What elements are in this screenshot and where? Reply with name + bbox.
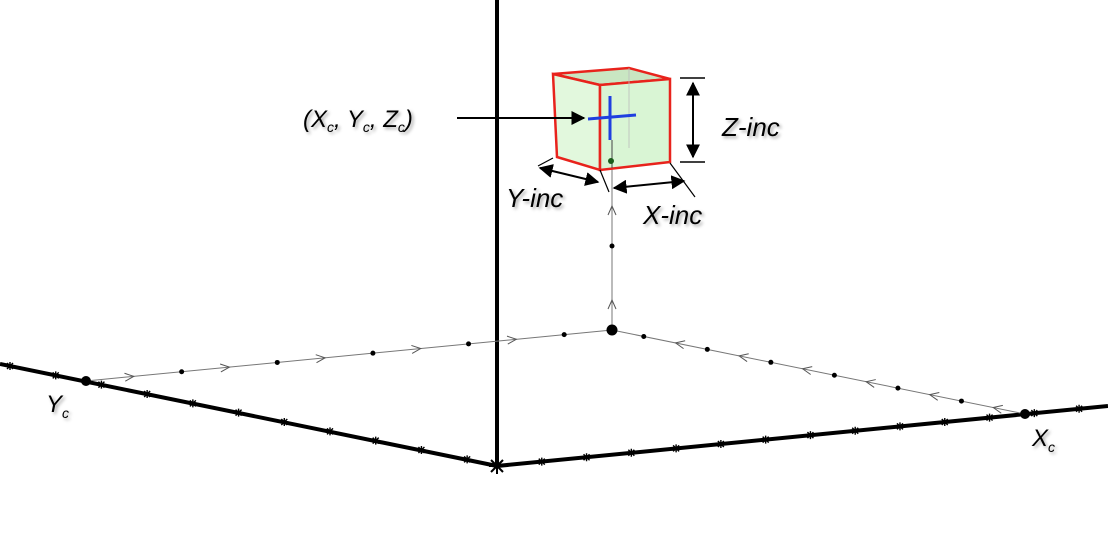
path-dot [768, 359, 774, 365]
path-dot [466, 341, 472, 347]
x-axis-tick [985, 413, 994, 422]
x-axis [496, 404, 1108, 468]
x-axis-tick [806, 431, 815, 440]
path-dot [370, 350, 376, 356]
path-chevron [864, 379, 876, 388]
y-axis-tick [51, 371, 60, 380]
xc-point [1020, 409, 1030, 419]
y-axis-tick [143, 390, 152, 398]
x-axis-tick [716, 439, 725, 448]
path-chevron [607, 204, 617, 216]
x-inc-label: X-inc [642, 200, 702, 230]
y-axis-tick [280, 418, 289, 426]
y-axis-tick [371, 436, 380, 445]
z-inc-dimension [680, 77, 705, 163]
y-axis-tick [463, 455, 472, 464]
path-dot [895, 385, 901, 391]
path-dot [274, 359, 280, 365]
path-chevron [315, 354, 327, 364]
y-axis-tick [97, 380, 106, 389]
path-dots [179, 243, 964, 404]
x-axis-tick [627, 448, 636, 457]
x-axis-tick [1030, 409, 1039, 418]
path-dot [704, 346, 710, 352]
center-point-label: (Xc, Yc, Zc) [303, 106, 413, 135]
y-inc-label: Y-inc [506, 183, 563, 213]
cube-front-face [598, 77, 672, 172]
y-axis-tick [234, 408, 243, 417]
path-chevron [411, 344, 422, 354]
z-inc-label: Z-inc [721, 112, 780, 142]
origin-marker [489, 458, 505, 474]
path-dot [609, 243, 615, 249]
y-axis-tick [417, 446, 426, 454]
center-dot [608, 158, 614, 164]
path-chevron [801, 366, 813, 375]
path-chevron [607, 298, 617, 310]
x-axis-tick [672, 444, 681, 453]
x-axis-tick [895, 422, 904, 431]
x-inc-dimension [669, 162, 696, 198]
y-axis-ticks [6, 362, 472, 464]
y-inc-arrow [538, 164, 600, 186]
x-axis-ticks [537, 404, 1084, 466]
path-chevron [219, 363, 231, 373]
path-chevron [737, 353, 749, 362]
path-dot [179, 369, 185, 375]
xc-label: Xc [1031, 425, 1055, 455]
y-axis-tick [188, 399, 197, 408]
corner-point [606, 324, 618, 336]
path-dot [831, 372, 837, 378]
x-axis-tick [940, 417, 949, 426]
x-inc-arrow [612, 175, 686, 194]
x-axis-tick [582, 453, 591, 462]
cube-side-face [551, 72, 602, 172]
x-axis-tick [1075, 404, 1084, 413]
path-dot [561, 332, 567, 338]
path-dot [958, 398, 964, 404]
x-axis-tick [761, 435, 770, 444]
path-chevron [506, 335, 518, 345]
path-chevron [674, 340, 686, 350]
path-chevron [124, 372, 136, 382]
x-axis-tick [537, 457, 546, 466]
yc-point [81, 376, 91, 386]
path-chevron [928, 392, 940, 401]
yc-label: Yc [46, 391, 69, 421]
path-chevron [992, 404, 1003, 414]
x-axis-tick [851, 426, 860, 435]
center-crosshair [587, 96, 637, 140]
path-chevrons [124, 204, 1003, 414]
path-dot [641, 333, 647, 339]
y-axis-tick [6, 362, 14, 370]
voxel-cube [551, 66, 672, 172]
y-axis-tick [326, 427, 334, 436]
